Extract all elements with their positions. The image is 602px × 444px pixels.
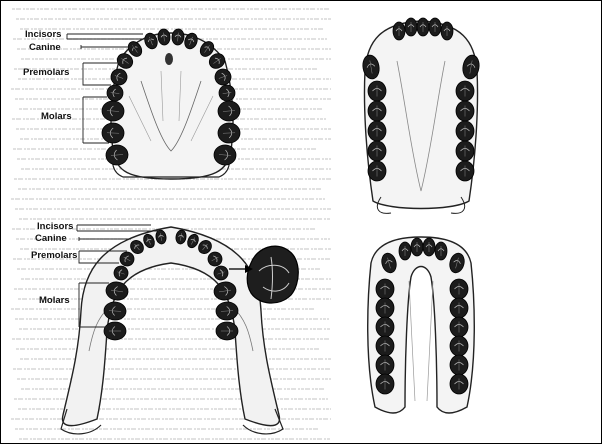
lower-label-canine: Canine [35,233,67,244]
primate-lower-molar [450,317,468,337]
upper-label-incisors: Incisors [25,29,61,40]
primate-upper-incisor [441,22,453,40]
primate-lower-incisor [411,238,423,256]
lower-molar [104,322,126,340]
upper-label-molars: Molars [41,111,72,122]
primate-lower-molar [376,336,394,356]
primate-upper-molar [456,101,474,121]
primate-lower-incisor [399,242,411,260]
primate-lower-arch [368,237,475,413]
primate-lower-molar [376,355,394,375]
primate-upper-molar [456,161,474,181]
upper-molar [102,123,125,144]
primate-upper-arch [361,18,481,213]
primate-upper-molar [368,81,386,101]
primate-upper-incisor [393,22,405,40]
primate-upper-molar [368,141,386,161]
human-upper-arch [101,29,241,179]
primate-upper-incisor [429,18,441,36]
primate-lower-molar [450,355,468,375]
human-lower-jaw [61,227,283,434]
primate-lower-molar [376,317,394,337]
lower-molar [216,322,238,340]
primate-upper-molar [456,121,474,141]
primate-lower-incisor [435,242,447,260]
mandible-body [62,227,279,426]
primate-upper-incisor [405,18,417,36]
upper-label-canine: Canine [29,42,61,53]
primate-lower-molar [376,298,394,318]
primate-upper-molar [368,101,386,121]
incisive-foramen [165,53,173,65]
primate-upper-incisor [417,18,429,36]
primate-lower-incisor [423,238,435,256]
lower-label-incisors: Incisors [37,221,73,232]
primate-upper-molar [456,81,474,101]
lower-label-premolars: Premolars [31,250,77,261]
primate-lower-molar [376,279,394,299]
primate-upper-molar [368,161,386,181]
primate-lower-molar [450,374,468,394]
upper-molar [218,123,241,144]
primate-lower-molar [450,279,468,299]
primate-lower-molar [376,374,394,394]
primate-lower-molar [450,298,468,318]
primate-lower-molar [450,336,468,356]
primate-upper-molar [456,141,474,161]
primate-mandible-ridges [409,281,433,401]
primate-upper-molar [368,121,386,141]
upper-label-premolars: Premolars [23,67,69,78]
lower-label-molars: Molars [39,295,70,306]
